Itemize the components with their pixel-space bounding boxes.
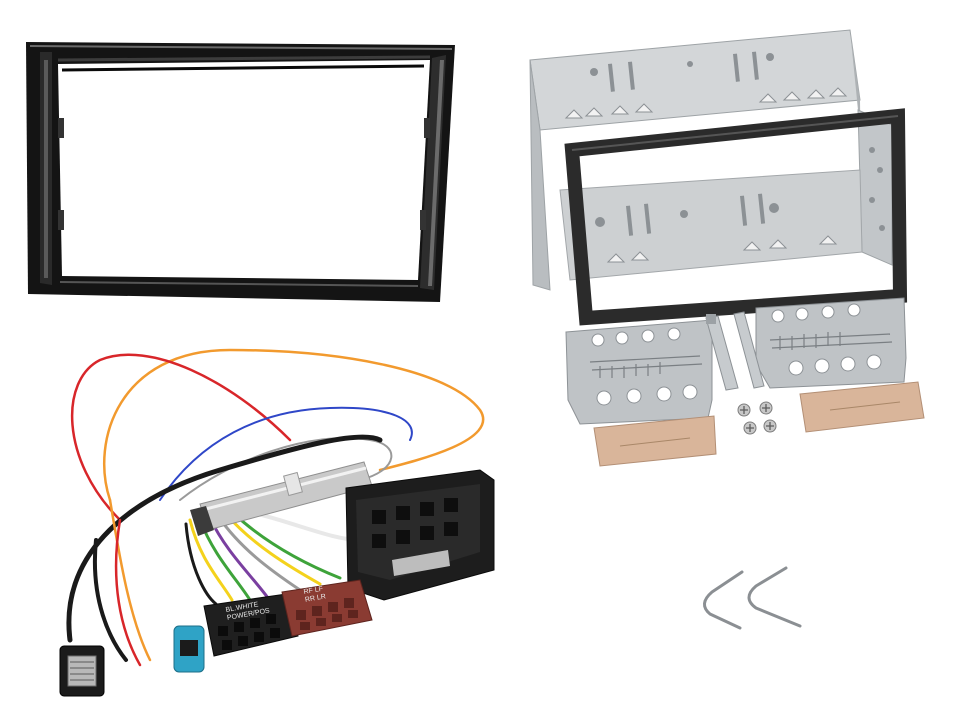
iso-black-connector: BL.WHITEPOWER/POS <box>203 593 299 657</box>
bracket-strips <box>705 311 765 391</box>
din-antenna-plug <box>59 645 105 697</box>
iso-brown-label: RF LFRR LR <box>303 585 326 603</box>
fascia-panel <box>26 42 455 302</box>
fakra-antenna-plug <box>173 625 205 673</box>
foam-pad-right <box>799 381 925 433</box>
iso-brown-connector: RF LFRR LR <box>281 579 373 637</box>
side-bracket-right <box>755 297 907 389</box>
side-bracket-left <box>565 319 713 425</box>
release-keys <box>703 566 802 630</box>
mounting-screws <box>737 401 777 435</box>
vehicle-connector <box>345 469 495 601</box>
mounting-cage <box>529 29 908 326</box>
antenna-amplifier <box>190 461 373 536</box>
foam-pad-left <box>593 415 717 467</box>
